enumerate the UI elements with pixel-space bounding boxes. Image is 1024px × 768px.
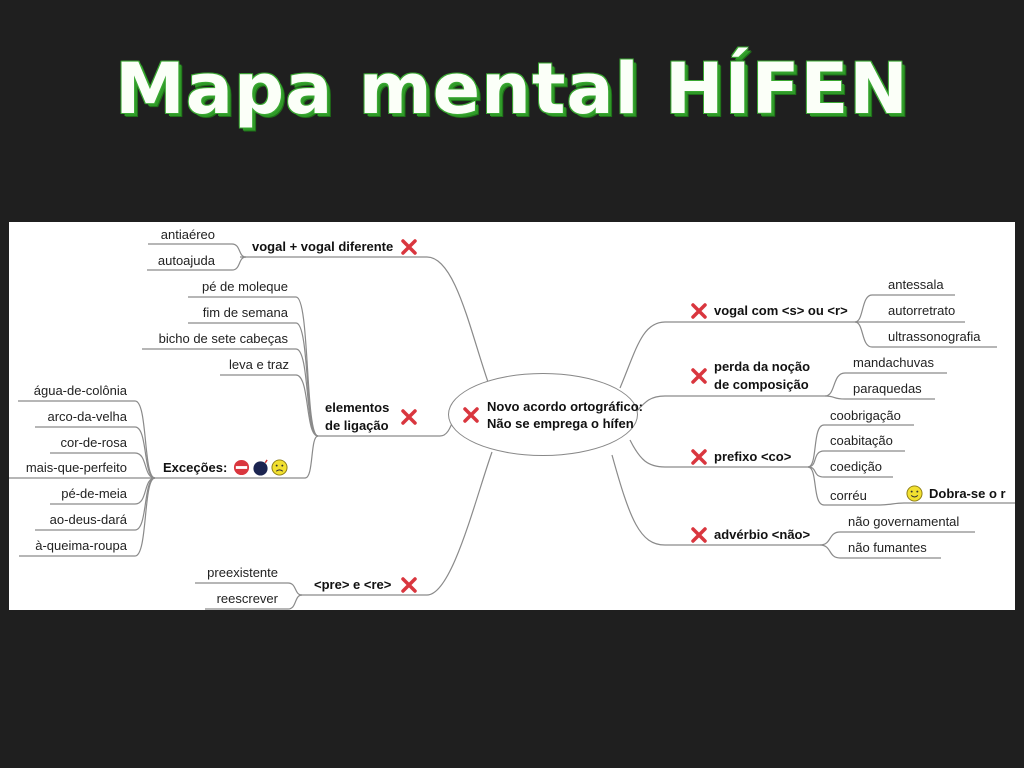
- branch-elementos-line2[interactable]: de ligação: [325, 418, 389, 433]
- list-item[interactable]: água-de-colônia: [33, 383, 127, 398]
- branch-perda-line1[interactable]: perda da noção: [714, 359, 811, 374]
- list-item[interactable]: preexistente: [207, 565, 278, 580]
- x-icon: [691, 449, 707, 465]
- x-icon: [691, 527, 707, 543]
- list-item[interactable]: mandachuvas: [853, 355, 934, 370]
- branch-elementos-line1[interactable]: elementos: [325, 400, 390, 415]
- list-item[interactable]: antessala: [888, 277, 944, 292]
- list-item[interactable]: pé de moleque: [201, 279, 288, 294]
- branch-excecoes[interactable]: Exceções:: [163, 460, 228, 475]
- central-topic-line2: Não se emprega o hífen: [487, 416, 634, 431]
- no-entry-icon: [233, 459, 250, 476]
- bomb-icon: [253, 459, 268, 476]
- branch-vogal-vogal[interactable]: vogal + vogal diferente: [252, 239, 394, 254]
- sad-face-icon: [271, 459, 288, 476]
- list-item[interactable]: coabitação: [830, 433, 893, 448]
- list-item[interactable]: à-queima-roupa: [35, 538, 127, 553]
- smiley-icon: [906, 485, 923, 502]
- list-item[interactable]: não governamental: [848, 514, 960, 529]
- x-icon: [401, 409, 417, 425]
- list-item[interactable]: paraquedas: [853, 381, 922, 396]
- list-item[interactable]: autoajuda: [157, 253, 215, 268]
- list-item[interactable]: coedição: [830, 459, 883, 474]
- x-icon: [463, 407, 479, 423]
- list-item[interactable]: autorretrato: [888, 303, 956, 318]
- x-icon: [691, 368, 707, 384]
- list-item[interactable]: fim de semana: [202, 305, 288, 320]
- list-item[interactable]: corréu: [830, 488, 867, 503]
- slide-title: Mapa mental HÍFEN: [115, 48, 909, 130]
- list-item[interactable]: não fumantes: [848, 540, 927, 555]
- branch-vogal-s-r[interactable]: vogal com <s> ou <r>: [714, 303, 848, 318]
- list-item[interactable]: reescrever: [216, 591, 278, 606]
- x-icon: [401, 577, 417, 593]
- list-item[interactable]: pé-de-meia: [61, 486, 127, 501]
- list-item[interactable]: antiaéreo: [160, 227, 215, 242]
- branch-prefixo-co[interactable]: prefixo <co>: [714, 449, 792, 464]
- branch-pre-re[interactable]: <pre> e <re>: [314, 577, 392, 592]
- list-item[interactable]: coobrigação: [830, 408, 901, 423]
- list-item[interactable]: bicho de sete cabeças: [158, 331, 288, 346]
- list-item[interactable]: mais-que-perfeito: [25, 460, 127, 475]
- branch-adverbio-nao[interactable]: advérbio <não>: [714, 527, 811, 542]
- x-icon: [691, 303, 707, 319]
- list-item[interactable]: cor-de-rosa: [60, 435, 127, 450]
- central-topic[interactable]: [448, 373, 638, 456]
- x-icon: [401, 239, 417, 255]
- list-item[interactable]: ultrassonografia: [888, 329, 981, 344]
- branch-perda-line2[interactable]: de composição: [714, 377, 809, 392]
- list-item[interactable]: arco-da-velha: [47, 409, 128, 424]
- note-dobra-se-o-r[interactable]: Dobra-se o r: [929, 486, 1006, 501]
- central-topic-line1: Novo acordo ortográfico:: [487, 399, 644, 414]
- list-item[interactable]: ao-deus-dará: [49, 512, 127, 527]
- list-item[interactable]: leva e traz: [229, 357, 289, 372]
